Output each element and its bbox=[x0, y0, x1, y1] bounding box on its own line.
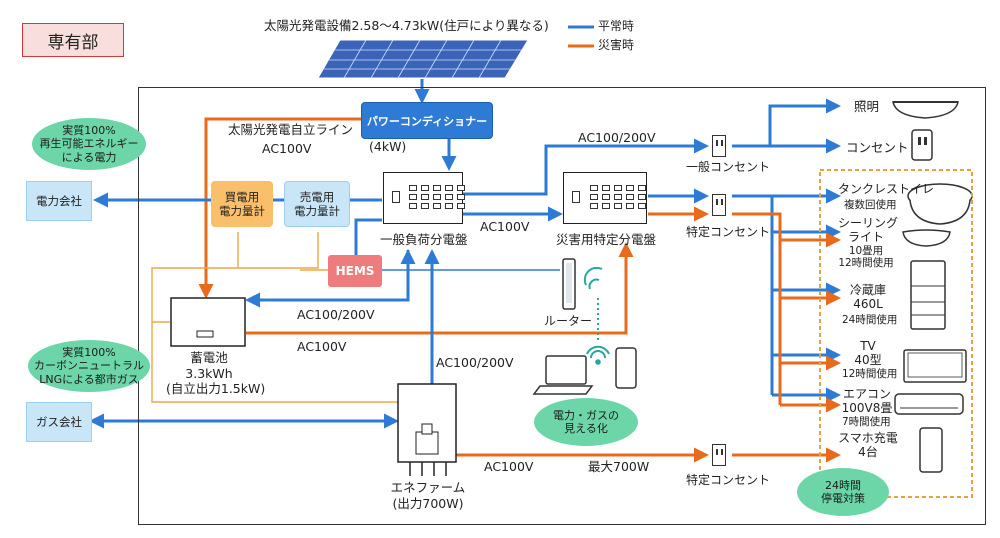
solar-ac100v-label: AC100V bbox=[262, 141, 312, 156]
specific-outlet2-icon bbox=[712, 444, 726, 466]
enefarm-icon bbox=[397, 383, 457, 476]
tv-icon bbox=[903, 349, 967, 383]
fridge-icon bbox=[910, 260, 946, 330]
toilet-sub: 複数回使用 bbox=[844, 199, 897, 211]
specific-outlet-icon bbox=[712, 194, 726, 216]
fridge-label: 冷蔵庫 460L bbox=[849, 283, 886, 311]
general-outlet-icon bbox=[712, 135, 726, 157]
buy-meter: 買電用 電力量計 bbox=[211, 181, 273, 227]
visualization-ellipse: 電力・ガスの 見える化 bbox=[534, 398, 638, 446]
specific-outlet-label: 特定コンセント bbox=[686, 225, 771, 239]
max700-label: 最大700W bbox=[588, 459, 650, 474]
blackout-ellipse: 24時間 停電対策 bbox=[797, 468, 889, 516]
disaster-panel-label: 災害用特定分電盤 bbox=[556, 232, 657, 247]
ceiling-light-icon bbox=[902, 229, 951, 247]
enefarm-label: エネファーム (出力700W) bbox=[390, 480, 466, 511]
phone-label: スマホ充電 4台 bbox=[838, 431, 898, 459]
battery-label: 蓄電池 3.3kWh (自立出力1.5kW) bbox=[166, 350, 266, 397]
lighting-label: 照明 bbox=[854, 99, 880, 114]
solar-panel-icon bbox=[317, 39, 529, 79]
hems-box: HEMS bbox=[328, 255, 382, 287]
battery-ac100v-label: AC100V bbox=[297, 339, 347, 354]
gas-company: ガス会社 bbox=[26, 402, 92, 442]
fridge-sub: 24時間使用 bbox=[842, 314, 898, 326]
general-panel-icon bbox=[383, 172, 465, 224]
wifi-icon bbox=[583, 266, 610, 365]
building-frame bbox=[138, 87, 986, 525]
general-panel-label: 一般負荷分電盤 bbox=[380, 232, 468, 247]
toilet-icon bbox=[907, 183, 973, 225]
general-outlet-label: 一般コンセント bbox=[686, 160, 771, 174]
power-company: 電力会社 bbox=[26, 181, 92, 221]
toilet-label: タンクレストイレ bbox=[838, 182, 935, 196]
air-conditioner-icon bbox=[894, 393, 964, 415]
legend-normal: 平常時 bbox=[598, 19, 635, 33]
renewable-power-ellipse: 実質100% 再生可能エネルギー による電力 bbox=[32, 118, 146, 170]
ac-sub: 7時間使用 bbox=[842, 416, 891, 428]
ceiling-sub: 10畳用 12時間使用 bbox=[838, 245, 894, 270]
ceiling-label: シーリング ライト bbox=[838, 216, 899, 244]
battery-icon bbox=[170, 297, 246, 347]
enefarm-ac-label: AC100/200V bbox=[436, 355, 514, 370]
pendant-light-icon bbox=[892, 101, 959, 119]
pc-4kw-label: (4kW) bbox=[369, 139, 407, 154]
ac100v-panel-label: AC100V bbox=[480, 219, 530, 234]
sell-meter: 売電用 電力量計 bbox=[284, 181, 350, 227]
general-ac-label: AC100/200V bbox=[578, 130, 656, 145]
laptop-icon bbox=[532, 355, 594, 395]
backup-devices-box bbox=[819, 169, 973, 498]
carbon-neutral-gas-ellipse: 実質100% カーボンニュートラル LNGによる都市ガス bbox=[28, 340, 150, 392]
tv-label: TV 40型 bbox=[854, 339, 882, 367]
battery-ac-label: AC100/200V bbox=[297, 307, 375, 322]
enefarm-ac100v-label: AC100V bbox=[484, 459, 534, 474]
solar-title: 太陽光発電設備2.58～4.73kW(住戸により異なる) bbox=[264, 18, 549, 33]
power-conditioner: パワーコンディショナー bbox=[361, 102, 493, 139]
phone-charge-icon bbox=[919, 427, 943, 473]
solar-line-label: 太陽光発電自立ライン bbox=[228, 122, 354, 137]
disaster-panel-icon bbox=[563, 172, 647, 224]
router-icon bbox=[562, 258, 576, 310]
specific-outlet2-label: 特定コンセント bbox=[686, 473, 771, 487]
router-label: ルーター bbox=[544, 314, 593, 328]
badge-exclusive-area: 専有部 bbox=[22, 23, 124, 57]
legend-disaster: 災害時 bbox=[598, 38, 635, 52]
wall-outlet-icon bbox=[911, 129, 933, 161]
smartphone-icon bbox=[615, 347, 637, 389]
outlet-label: コンセント bbox=[846, 140, 909, 155]
ac-label: エアコン 100V8畳 bbox=[841, 387, 893, 415]
tv-sub: 12時間使用 bbox=[842, 368, 898, 380]
